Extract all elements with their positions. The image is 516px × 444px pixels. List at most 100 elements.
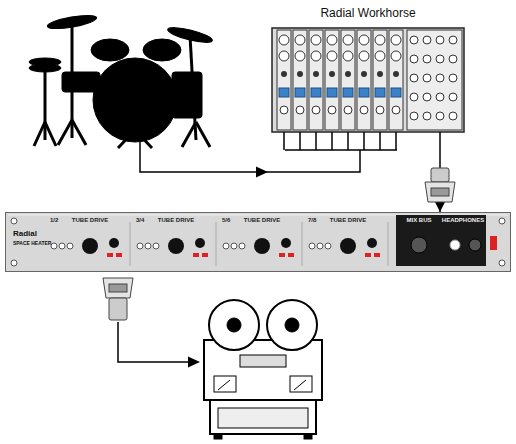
chassis [272,28,464,132]
led [365,253,371,257]
mixer-jack [449,36,457,44]
xlr-jack [375,35,385,45]
deck [204,340,322,400]
device-box: Radial Workhorse [272,6,464,132]
mixer-jack [423,55,431,63]
mixer-jack [423,36,431,44]
xlr-jack [295,35,305,45]
reel-hub [227,318,241,332]
space-heater-panel [5,212,511,272]
push-button [67,243,73,249]
device-name: Radial Workhorse [272,6,464,20]
knob [297,71,303,77]
knob [393,71,399,77]
mixer-jack [423,74,431,82]
input-wire [379,132,381,150]
module-face [357,30,371,130]
xlr-jack [391,35,401,45]
mixer-jack [410,93,418,101]
control-name: TUBE DRIVE [72,217,108,223]
input-wire [299,132,301,150]
headphone-jack [450,240,460,250]
jack [328,106,336,114]
knob [313,71,319,77]
cabinet [210,400,316,434]
model-name: SPACE HEATER [13,241,51,246]
divider [302,222,303,266]
drive-knob [168,238,184,254]
rack-screw [499,260,505,266]
input-wire [363,132,365,150]
plug-pins [431,188,449,196]
led [279,253,285,257]
xlr-jack [359,51,369,61]
tape-head [240,355,286,367]
module-face [373,30,387,130]
led [202,253,208,257]
tape-reel [267,300,317,350]
mixer-jack [423,93,431,101]
level-knob [469,239,481,251]
xlr-jack [327,35,337,45]
input-wire [395,132,397,150]
module-slot [277,30,291,150]
blue-button [391,88,401,97]
trim-knob [195,238,205,248]
mixer-jack [449,112,457,120]
blue-button [279,88,289,97]
cymbal-stand [45,122,56,146]
blue-button [359,88,369,97]
led [193,253,199,257]
trim-knob [109,238,119,248]
input-wire [347,132,349,150]
blue-button [343,88,353,97]
cymbal-stand [182,122,196,147]
channel-pair [51,222,130,266]
input-wire [283,132,285,150]
control-panel [218,408,308,428]
xlr-jack [343,35,353,45]
plug-pins [109,284,127,292]
blue-button [295,88,305,97]
knob [329,71,335,77]
mixer-jack [423,112,431,120]
module-slot [293,30,307,150]
plug-boot [431,168,449,182]
drive-knob [82,238,98,254]
mixer-jack [410,36,418,44]
vu-meter [214,376,236,392]
push-button [309,243,315,249]
jack [344,106,352,114]
module-slot [309,30,323,150]
xlr-jack [327,51,337,61]
tape-machine [204,300,322,439]
jack [312,106,320,114]
mix-section [396,224,486,266]
mixer-jack [436,93,444,101]
mixer-jack [436,112,444,120]
cymbal-stand [72,120,86,145]
blue-button [375,88,385,97]
bass-drum [93,58,177,142]
push-button [51,243,57,249]
brand-logo: Radial [13,230,37,238]
jack [280,106,288,114]
input-wire [331,132,333,150]
mixer-jack [436,36,444,44]
led [116,253,122,257]
channel-number: 3/4 [136,217,144,223]
rack-panel [5,212,511,272]
module-face [389,30,403,130]
trim-knob [367,238,377,248]
cymbal-stand [196,122,210,147]
control-name: TUBE DRIVE [330,217,366,223]
xlr-jack [375,51,385,61]
mixer-jack [436,74,444,82]
knob [281,71,287,77]
xlr-jack [391,51,401,61]
led [374,253,380,257]
push-button [145,243,151,249]
mixer-jack [449,93,457,101]
meter-needle [218,380,230,390]
xlr-jack [359,35,369,45]
